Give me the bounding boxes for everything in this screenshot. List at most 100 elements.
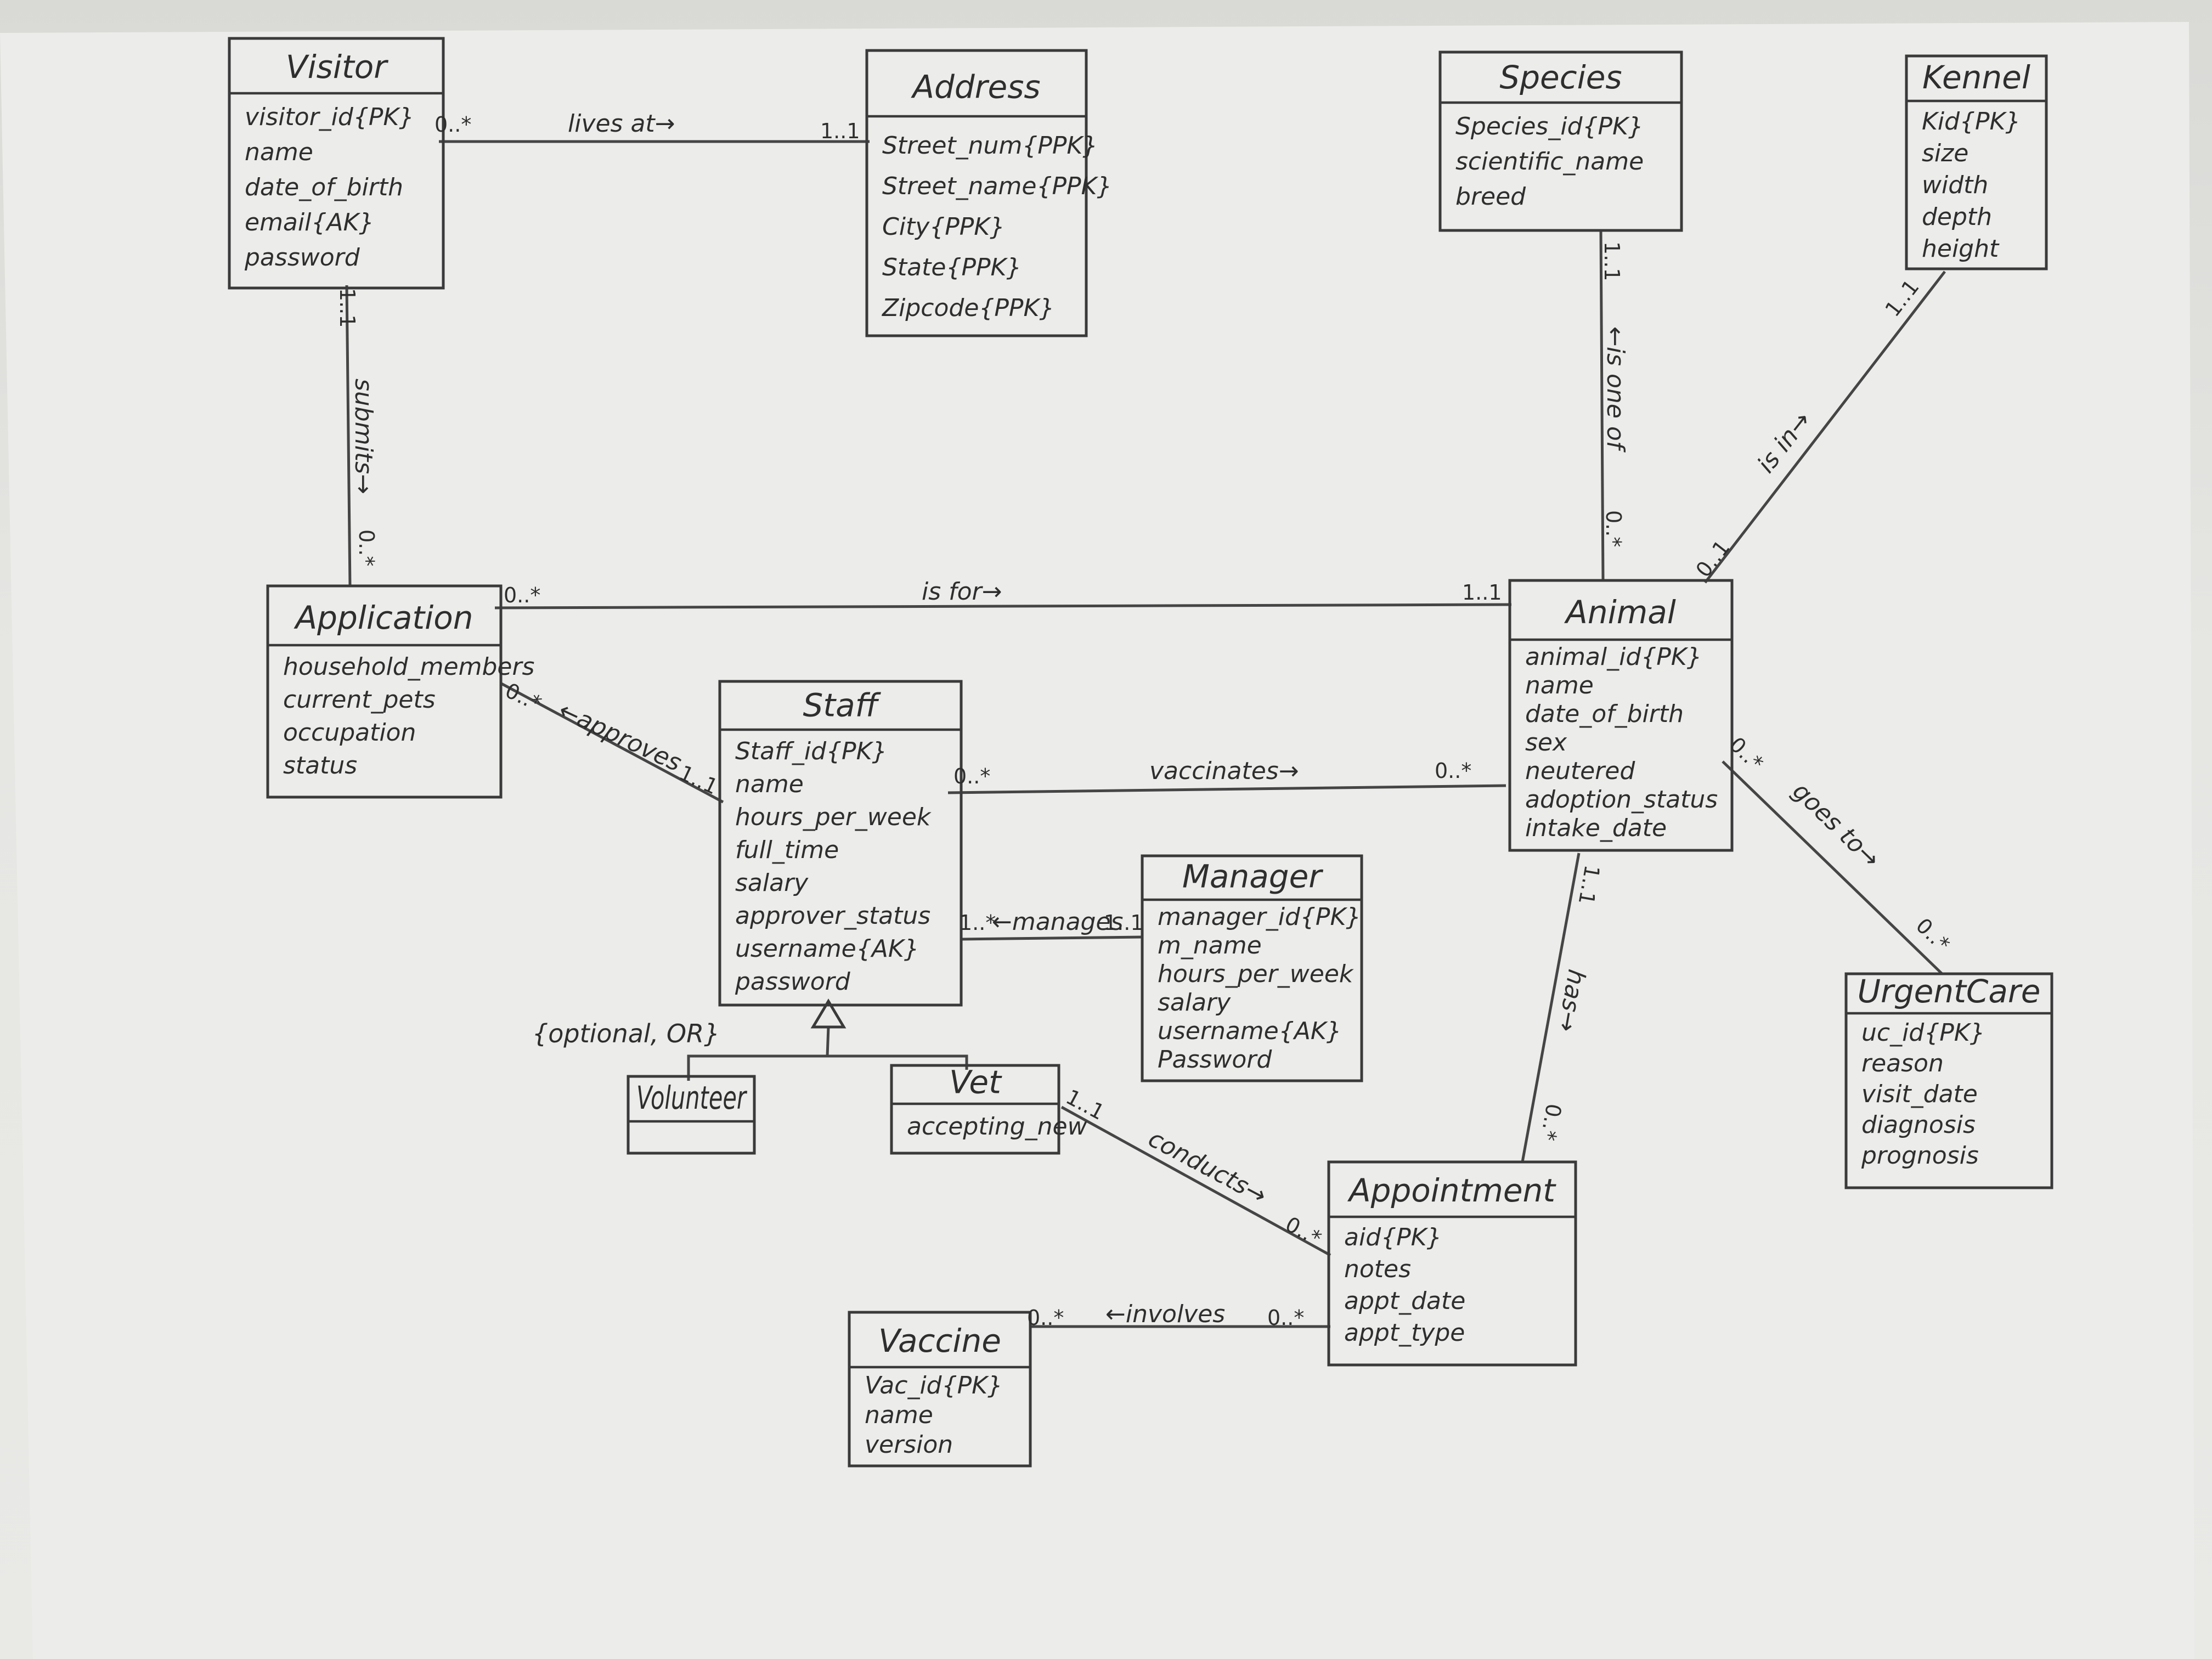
entity-attribute: depth <box>1922 203 1992 231</box>
submits-to-mult: 0..* <box>354 529 379 566</box>
is-for-to-mult: 1..1 <box>1462 580 1502 605</box>
line-is-for <box>494 603 1512 610</box>
entity-attribute: sex <box>1525 729 1567 757</box>
entity-attribute: current_pets <box>283 686 436 714</box>
entity-title-species: Species <box>1499 59 1622 96</box>
entity-attribute: scientific_name <box>1455 148 1644 176</box>
entity-attribute: aid{PK} <box>1344 1223 1442 1251</box>
entity-attribute: Species_id{PK} <box>1455 112 1644 140</box>
entity-attribute: width <box>1922 171 1988 199</box>
entity-attribute: Vac_id{PK} <box>865 1372 1003 1400</box>
generalization-stem <box>826 1026 830 1057</box>
entity-attribute: size <box>1922 139 1968 167</box>
paper-sheet <box>0 22 2194 1659</box>
entity-attribute: date_of_birth <box>245 173 403 201</box>
entity-title-animal: Animal <box>1564 594 1676 631</box>
entity-attribute: name <box>865 1401 933 1429</box>
entity-attribute: Street_name{PPK} <box>882 172 1112 200</box>
manages-label: ←manages <box>992 908 1123 936</box>
submits-from-mult: 1..1 <box>335 288 359 328</box>
line-approves <box>499 681 724 804</box>
entity-attribute: username{AK} <box>735 935 919 963</box>
is-one-of-from-mult: 1..1 <box>1600 241 1624 281</box>
is-for-from-mult: 0..* <box>504 583 540 607</box>
entity-attribute: adoption_status <box>1525 786 1718 814</box>
entity-box-animal <box>1508 579 1734 852</box>
entity-attribute: email{AK} <box>245 208 374 236</box>
entity-attribute: visitor_id{PK} <box>245 103 414 131</box>
entity-attribute: Staff_id{PK} <box>735 737 887 765</box>
entity-attribute: intake_date <box>1525 814 1667 842</box>
entity-attribute: appt_type <box>1344 1319 1465 1347</box>
entity-title-staff: Staff <box>803 686 882 724</box>
entity-box-species <box>1438 50 1683 232</box>
entity-attribute: household_members <box>283 653 534 681</box>
entity-attribute: salary <box>1158 989 1231 1017</box>
entity-attribute: status <box>283 752 357 780</box>
entity-attribute: username{AK} <box>1158 1017 1342 1045</box>
line-manages <box>960 935 1143 941</box>
entity-attribute: breed <box>1455 183 1526 211</box>
entity-attribute: hours_per_week <box>735 803 932 831</box>
line-submits <box>345 285 352 588</box>
entity-attribute: hours_per_week <box>1158 960 1354 988</box>
involves-to-mult: 0..* <box>1267 1306 1304 1330</box>
lives-at-from-mult: 0..* <box>435 112 471 137</box>
entity-title-address: Address <box>910 68 1040 105</box>
entity-appointment: Appointmentaid{PK}notesappt_dateappt_typ… <box>1327 1160 1577 1367</box>
line-vaccinates <box>947 784 1506 794</box>
entity-attribute: State{PPK} <box>882 253 1022 281</box>
is-one-of-label: ←is one of <box>1601 326 1629 453</box>
entity-box-volunteer <box>627 1075 756 1155</box>
entity-attribute: version <box>865 1431 953 1459</box>
entity-box-appointment <box>1327 1160 1577 1367</box>
entity-box-manager <box>1141 854 1363 1082</box>
relationship-lines <box>345 140 1946 1328</box>
entity-attribute: name <box>245 138 313 166</box>
entity-title-volunteer: Volunteer <box>636 1079 747 1116</box>
line-goes-to <box>1722 760 1943 975</box>
entity-staff: StaffStaff_id{PK}namehours_per_weekfull_… <box>718 680 963 1007</box>
entity-attribute: height <box>1922 235 2000 263</box>
entity-attribute: date_of_birth <box>1525 700 1684 728</box>
line-is-in <box>1704 270 1946 584</box>
entity-attribute: password <box>244 244 360 272</box>
entity-attribute: name <box>1525 672 1594 699</box>
entity-title-vet: Vet <box>949 1063 1002 1101</box>
entity-animal: Animal animal_id{PK}namedate_of_birthsexn… <box>1508 579 1734 852</box>
involves-label: ←involves <box>1105 1300 1225 1328</box>
entity-attribute: notes <box>1344 1255 1411 1283</box>
entity-urgentcare: UrgentCareuc_id{PK}reasonvisit_datediagn… <box>1844 972 2053 1189</box>
entity-attribute: full_time <box>735 836 839 864</box>
entity-title-appointment: Appointment <box>1347 1172 1556 1209</box>
entity-attribute: salary <box>735 869 809 897</box>
manages-from-mult: 1..* <box>959 911 996 935</box>
entity-attribute: uc_id{PK} <box>1861 1019 1985 1047</box>
entity-volunteer: Volunteer <box>627 1075 756 1155</box>
entity-manager: Managermanager_id{PK}m_namehours_per_wee… <box>1141 854 1363 1082</box>
involves-from-mult: 0..* <box>1027 1306 1064 1330</box>
lives-at-to-mult: 1..1 <box>820 119 860 143</box>
entity-attribute: approver_status <box>735 902 930 930</box>
entities-layer: Visitorvisitor_id{PK}namedate_of_birthem… <box>228 37 2053 1468</box>
entity-title-visitor: Visitor <box>286 48 388 86</box>
entity-box-vet <box>890 1064 1060 1155</box>
vaccinates-label: vaccinates→ <box>1149 757 1299 785</box>
entity-box-visitor <box>228 37 445 290</box>
entity-attribute: occupation <box>283 719 416 747</box>
entity-attribute: Zipcode{PPK} <box>882 294 1054 322</box>
entity-attribute: prognosis <box>1861 1142 1979 1170</box>
submits-label: submits→ <box>349 379 377 494</box>
entity-attribute: neutered <box>1525 757 1635 785</box>
entity-box-vaccine <box>848 1311 1032 1468</box>
generalization-arrowhead <box>810 998 847 1029</box>
entity-title-application: Application <box>293 599 473 636</box>
entity-attribute: animal_id{PK} <box>1525 643 1702 671</box>
generalization-constraint-note: {optional, OR} <box>532 1019 720 1048</box>
entity-visitor: Visitor visitor_id{PK}name date_of_birthem… <box>228 37 445 290</box>
is-for-label: is for→ <box>922 578 1002 606</box>
